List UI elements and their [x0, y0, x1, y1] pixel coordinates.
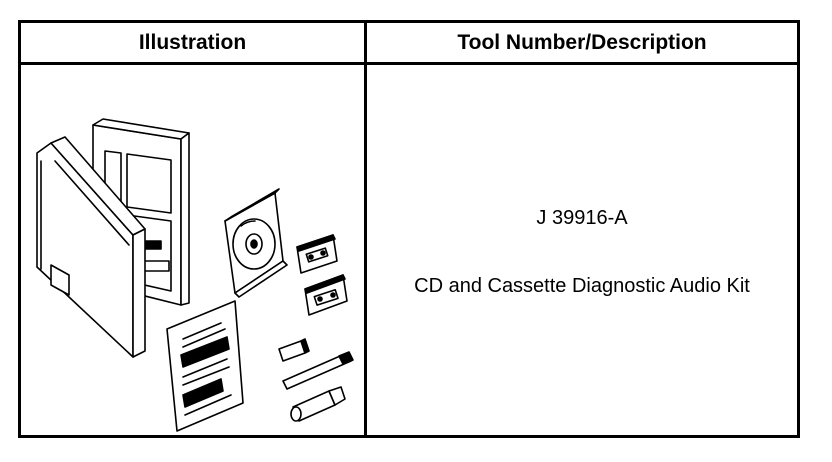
tool-number: J 39916-A	[536, 207, 628, 229]
description-cell: J 39916-A CD and Cassette Diagnostic Aud…	[367, 65, 797, 435]
cassette-tape-icon	[296, 234, 348, 316]
cleaning-fluid-bottle-icon	[290, 386, 346, 422]
tool-table: Illustration Tool Number/Description	[18, 20, 800, 438]
cleaning-swab-icon	[282, 351, 354, 390]
compact-disc-icon	[224, 188, 288, 298]
illustration-cell	[21, 65, 364, 435]
tool-description: CD and Cassette Diagnostic Audio Kit	[414, 275, 750, 297]
tool-column-header: Tool Number/Description	[457, 30, 707, 54]
connector-plug-icon	[278, 338, 310, 362]
column-divider	[364, 23, 367, 435]
instruction-sheet-icon	[166, 300, 244, 432]
binder-case-icon	[36, 118, 190, 358]
header-divider	[21, 62, 797, 65]
illustration-column-header: Illustration	[138, 30, 247, 54]
tool-kit-illustration	[36, 118, 354, 432]
